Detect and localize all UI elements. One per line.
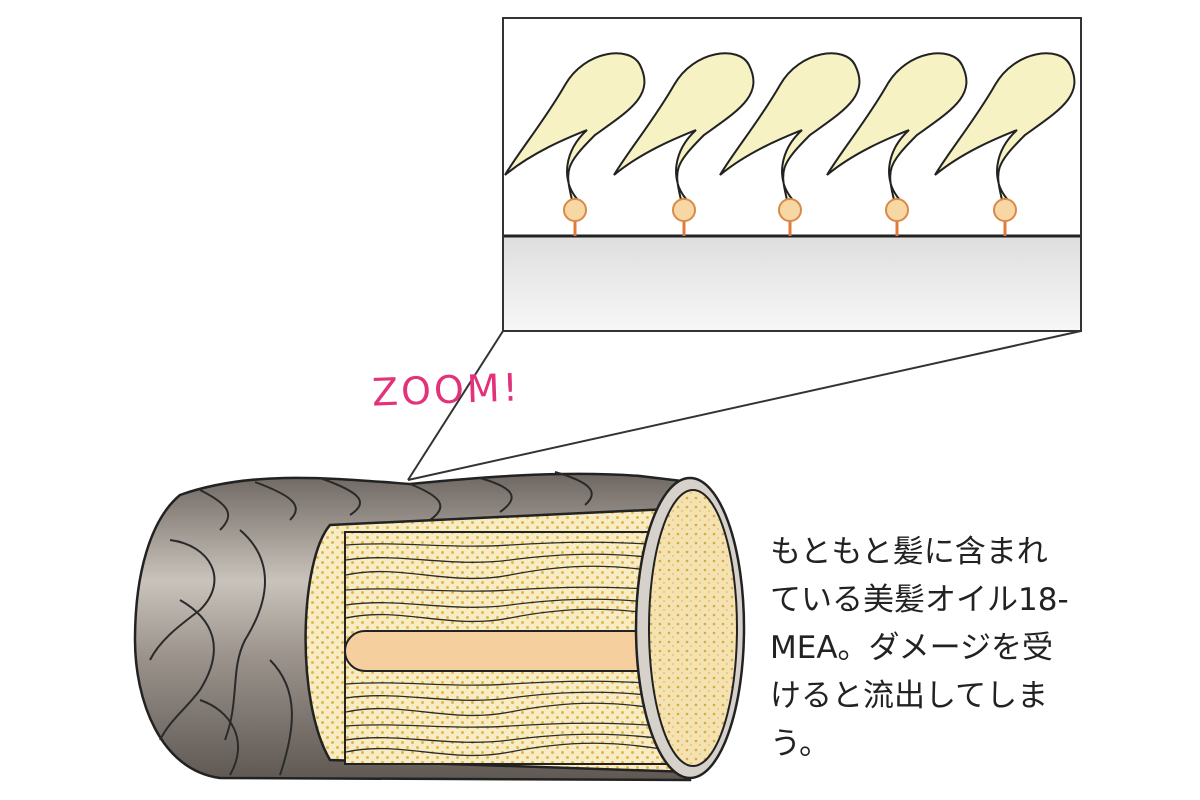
lipid-head [778, 198, 802, 222]
caption-line: ている美髪オイル18- [770, 582, 1069, 618]
cuticle-scale [224, 529, 266, 741]
cuticle-scale [159, 599, 215, 741]
caption-line: けると流出してしま [770, 678, 1049, 714]
cortex-fiber [345, 541, 690, 548]
cortex-fiber [345, 598, 690, 608]
lipid-molecule [719, 52, 861, 236]
cortex-fiber [345, 680, 690, 687]
cortex-fiber [345, 691, 690, 701]
lipid-tail [504, 52, 646, 201]
zoom-inset [502, 17, 1082, 332]
lipid-head [885, 198, 909, 222]
caption-line: MEA。ダメージを受 [770, 630, 1053, 666]
cortex-fiber [345, 565, 690, 580]
cortex-fiber [345, 722, 690, 729]
hair-surface-layer [504, 236, 1080, 330]
cuticle-scale [199, 489, 230, 531]
cortex-fiber [345, 733, 690, 743]
cuticle-scale [269, 659, 293, 776]
cuticle-scale [199, 699, 240, 776]
lipid-molecule [613, 52, 755, 236]
cuticle-scale [409, 483, 442, 521]
lipid-molecule [826, 52, 968, 236]
cuticle-scale [319, 477, 361, 516]
cuticle-scale [254, 481, 297, 521]
cuticle-scale [149, 539, 216, 661]
zoom-label: ZOOM! [371, 365, 522, 415]
cortex-fiber [345, 608, 690, 623]
lipid-head [563, 198, 587, 222]
caption-line: もともと髪に含まれ [770, 534, 1048, 570]
lipid-tail [826, 52, 968, 201]
lipid-molecule [934, 52, 1076, 236]
cuticle-scale [554, 471, 593, 506]
zoom-line-right [407, 330, 1082, 481]
cortex-fiber [345, 702, 690, 717]
lipid-head [672, 198, 696, 222]
lipid-head [993, 198, 1017, 222]
caption-line: う。 [770, 726, 831, 762]
cortex-fiber [345, 553, 690, 563]
cortex-fiber [345, 586, 690, 593]
cortex-fiber [345, 742, 690, 757]
hair-end-cortex [648, 489, 738, 767]
lipid-tail [934, 52, 1076, 201]
caption-text: もともと髪に含まれ ている美髪オイル18- MEA。ダメージを受 けると流出して… [770, 528, 1100, 768]
lipid-tail [613, 52, 755, 201]
cuticle-scale [479, 477, 513, 513]
zoom-line-left [407, 330, 504, 481]
hair-strand [133, 471, 746, 782]
lipid-molecule [504, 52, 646, 236]
lipid-tail [719, 52, 861, 201]
